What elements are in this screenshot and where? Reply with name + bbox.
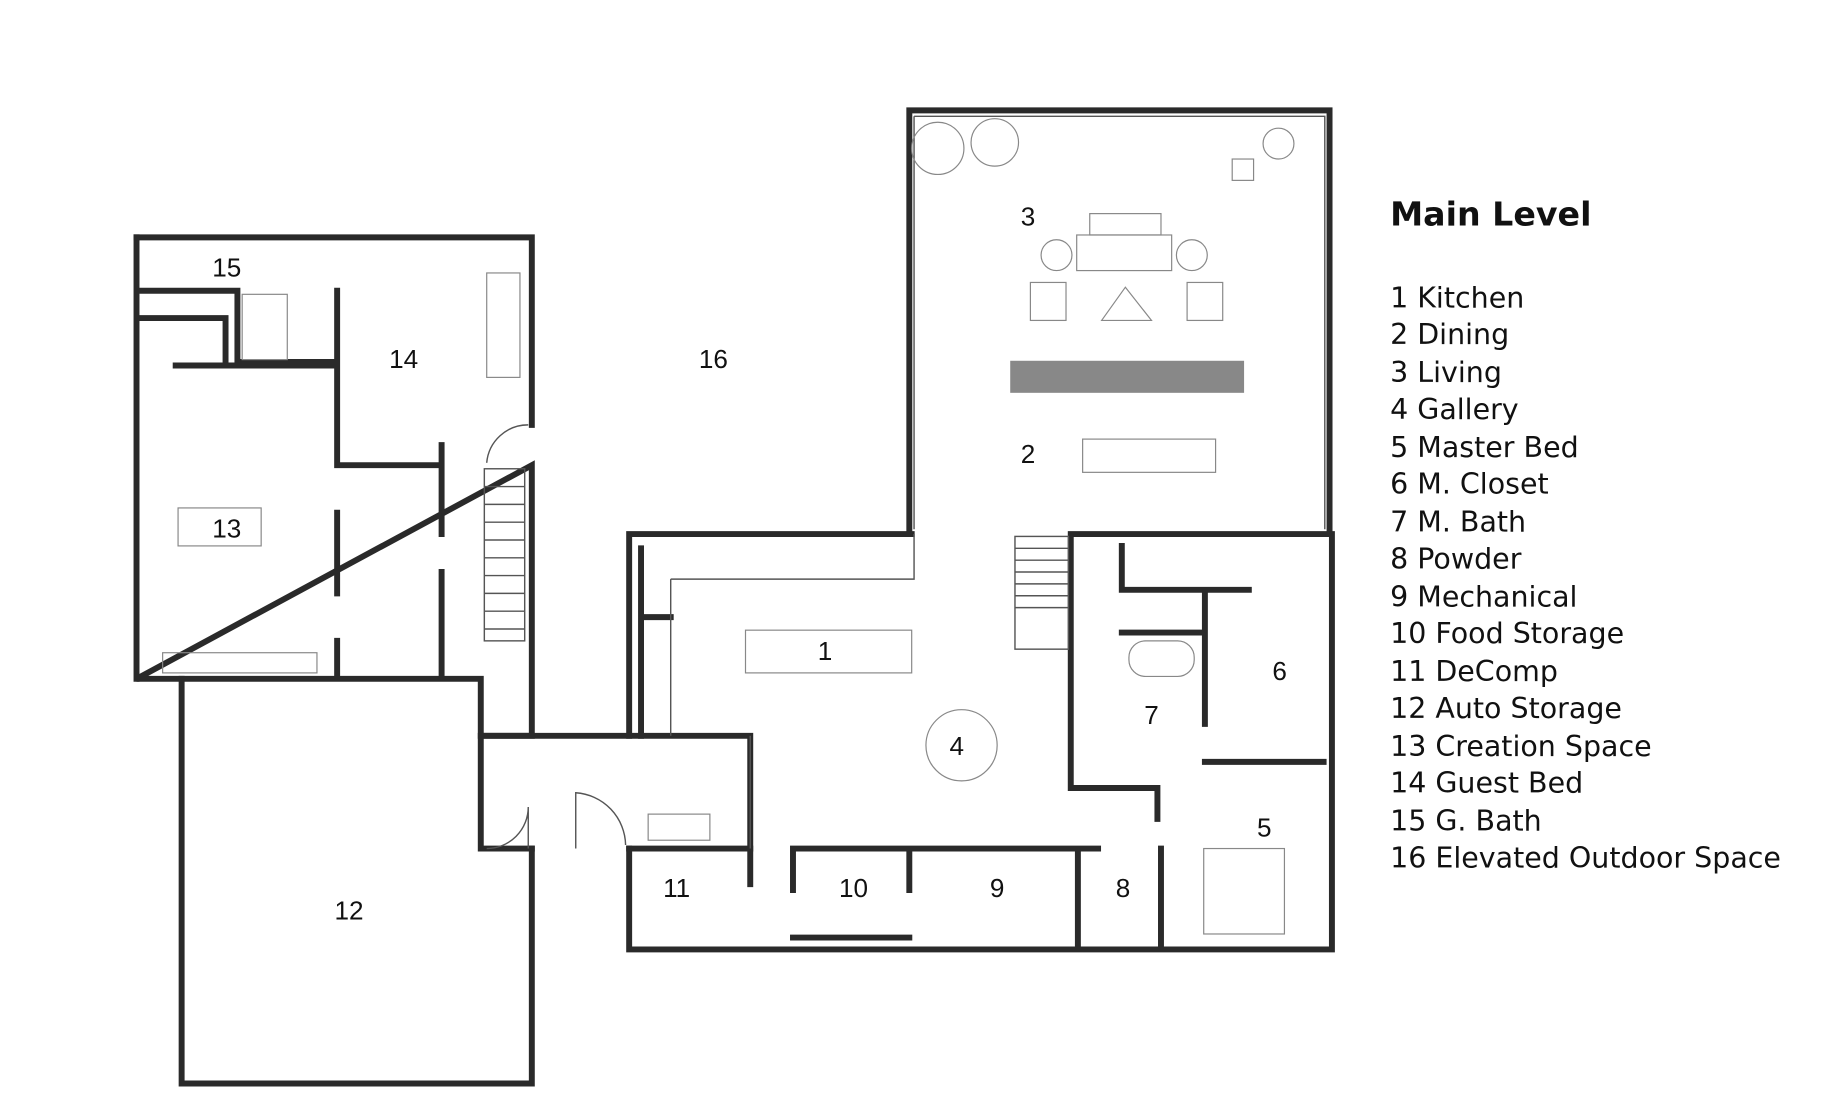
legend-item: 6 M. Closet — [1390, 468, 1549, 501]
room-label-creation-space: 13 — [212, 514, 241, 544]
room-label-powder: 8 — [1116, 873, 1131, 903]
room-label-m-bath: 7 — [1144, 700, 1159, 730]
legend-title: Main Level — [1390, 194, 1591, 233]
fireplace — [1010, 360, 1245, 393]
legend-item: 9 Mechanical — [1390, 580, 1577, 613]
room-label-dining: 2 — [1021, 439, 1036, 469]
legend-item: 1 Kitchen — [1390, 281, 1524, 314]
room-label-kitchen: 1 — [818, 636, 833, 666]
furniture — [162, 118, 1295, 935]
room-label-living: 3 — [1021, 201, 1036, 231]
legend-item: 10 Food Storage — [1390, 617, 1624, 650]
room-label-decomp: 11 — [663, 873, 690, 903]
legend-item: 14 Guest Bed — [1390, 767, 1583, 800]
legend-item: 2 Dining — [1390, 318, 1509, 351]
room-label-master-bed: 5 — [1257, 813, 1272, 843]
room-label-outdoor-space: 16 — [699, 344, 728, 374]
room-label-guest-bed: 14 — [389, 344, 418, 374]
legend-item: 15 G. Bath — [1390, 805, 1542, 838]
room-labels: 1 2 3 4 5 6 7 8 9 10 11 12 13 14 15 16 — [212, 201, 1287, 925]
legend-item: 3 Living — [1390, 356, 1502, 389]
legend-item: 13 Creation Space — [1390, 730, 1652, 763]
room-label-auto-storage: 12 — [334, 896, 363, 926]
legend: Main Level 1 Kitchen 2 Dining 3 Living 4… — [1390, 194, 1781, 874]
legend-item: 11 DeComp — [1390, 655, 1558, 688]
legend-item: 12 Auto Storage — [1390, 692, 1622, 725]
legend-item: 5 Master Bed — [1390, 431, 1579, 464]
doors — [486, 424, 627, 850]
room-label-food-storage: 10 — [839, 873, 868, 903]
room-label-m-closet: 6 — [1272, 656, 1287, 686]
stairs — [483, 468, 1070, 650]
walls — [133, 107, 1335, 1087]
legend-item: 8 Powder — [1390, 542, 1522, 575]
room-label-mechanical: 9 — [990, 873, 1005, 903]
room-label-gallery: 4 — [950, 731, 965, 761]
legend-item: 4 Gallery — [1390, 393, 1519, 426]
legend-item: 16 Elevated Outdoor Space — [1390, 842, 1781, 875]
room-label-g-bath: 15 — [212, 253, 241, 283]
legend-item: 7 M. Bath — [1390, 506, 1526, 539]
